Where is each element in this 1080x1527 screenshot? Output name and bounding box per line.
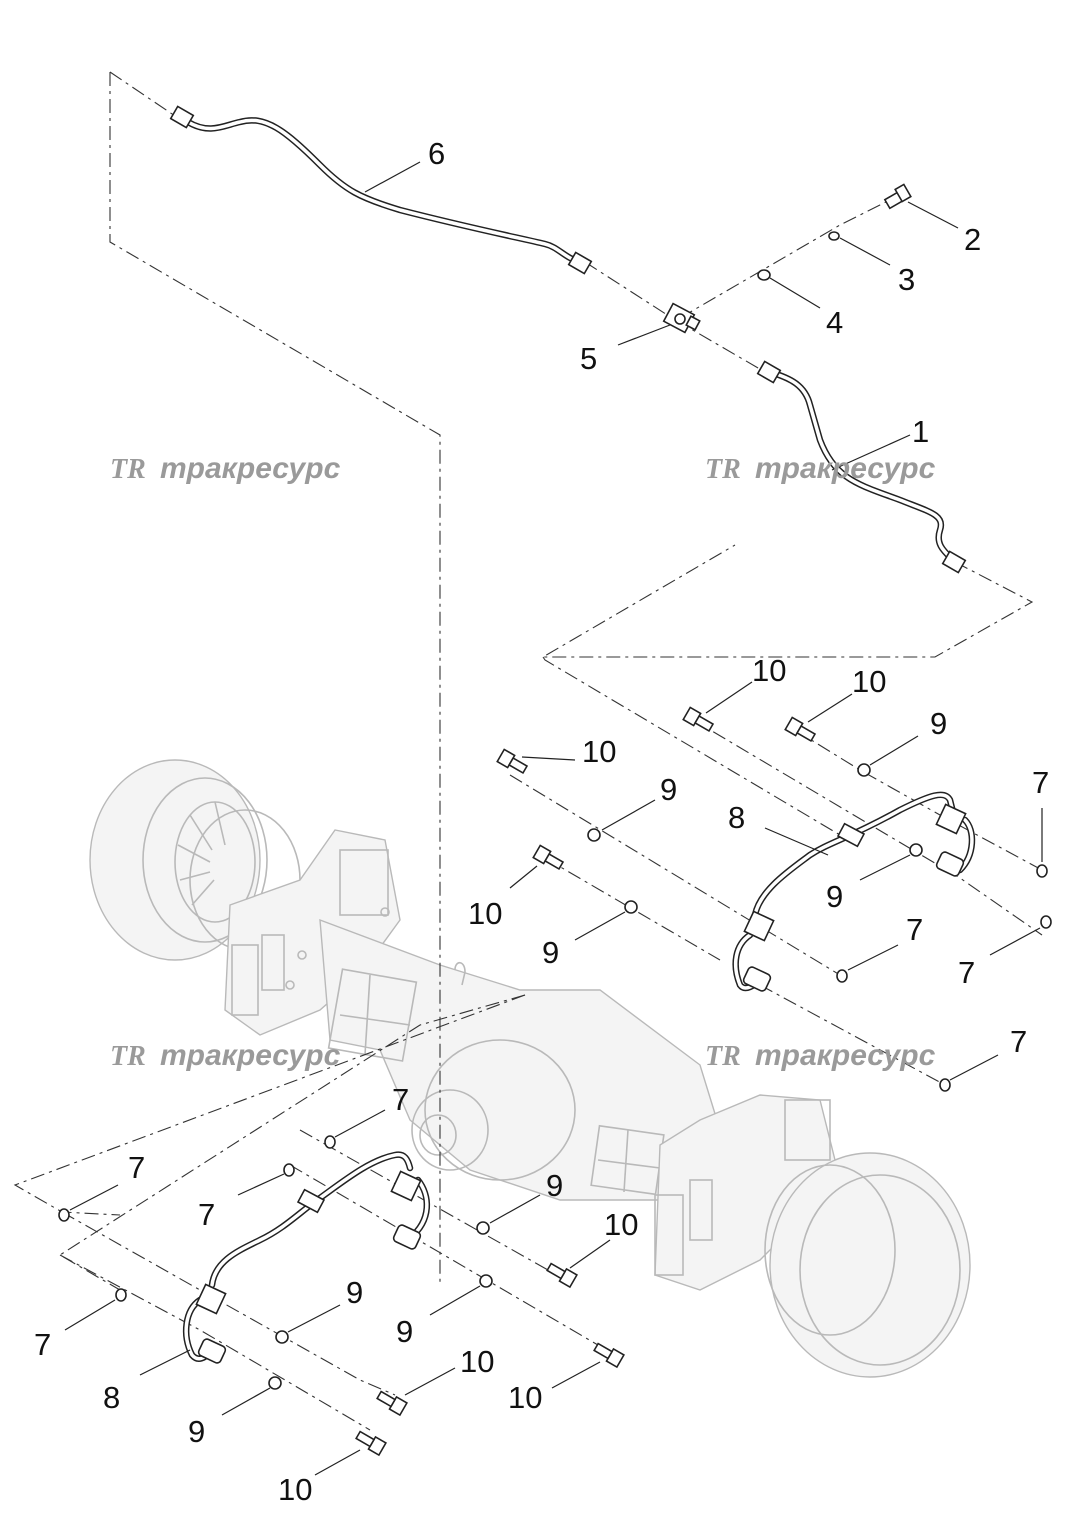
svg-text:тракресурс: тракресурс: [755, 1039, 936, 1072]
axle-housing-ghost: [89, 759, 971, 1378]
brake-pipe-8-right: [732, 791, 976, 992]
washers-9-and-seals-7: [58, 763, 1052, 1390]
pipe-6-fitting-right: [567, 251, 593, 275]
callout-10: 10: [508, 1380, 542, 1415]
seal-washer-3: [828, 231, 840, 241]
callout-9: 9: [660, 772, 677, 807]
callout-9: 9: [542, 935, 559, 970]
callout-7: 7: [1010, 1024, 1027, 1059]
callout-9: 9: [188, 1414, 205, 1449]
svg-text:TR: TR: [110, 454, 146, 485]
brake-pipe-6: [169, 105, 593, 275]
callout-9: 9: [930, 706, 947, 741]
callout-5: 5: [580, 341, 597, 376]
callout-6: 6: [428, 136, 445, 171]
callout-7: 7: [906, 912, 923, 947]
banjo-bolts-10: [355, 706, 817, 1457]
callout-9: 9: [396, 1314, 413, 1349]
svg-text:TR: TR: [705, 1041, 741, 1072]
svg-text:TR: TR: [110, 1041, 146, 1072]
callout-8: 8: [728, 800, 745, 835]
callout-10: 10: [852, 664, 886, 699]
watermark-bottom-left: TR тракресурс: [110, 1039, 341, 1072]
tee-fitting-5: [662, 302, 701, 334]
callout-1: 1: [912, 414, 929, 449]
callout-9: 9: [346, 1275, 363, 1310]
callout-10: 10: [752, 653, 786, 688]
svg-text:TR: TR: [705, 454, 741, 485]
svg-text:тракресурс: тракресурс: [160, 452, 341, 485]
callout-4: 4: [826, 305, 843, 340]
callout-7: 7: [128, 1150, 145, 1185]
callout-2: 2: [964, 222, 981, 257]
callout-7: 7: [392, 1082, 409, 1117]
callout-8: 8: [103, 1380, 120, 1415]
callout-10: 10: [582, 734, 616, 769]
callout-10: 10: [278, 1472, 312, 1507]
callout-7: 7: [34, 1327, 51, 1362]
seal-washer-4: [757, 269, 771, 281]
callout-9: 9: [826, 879, 843, 914]
brake-pipe-1: [756, 360, 967, 574]
brake-pipe-8-left: [183, 1151, 431, 1364]
pipe-6-fitting-left: [169, 105, 195, 129]
callout-10: 10: [468, 896, 502, 931]
svg-text:тракресурс: тракресурс: [160, 1039, 341, 1072]
callout-10: 10: [604, 1207, 638, 1242]
watermark-top-right: TR тракресурс: [705, 452, 936, 485]
watermark-bottom-right: TR тракресурс: [705, 1039, 936, 1072]
callout-10: 10: [460, 1344, 494, 1379]
svg-text:тракресурс: тракресурс: [755, 452, 936, 485]
callout-7: 7: [958, 955, 975, 990]
watermark-top-left: TR тракресурс: [110, 452, 341, 485]
banjo-bolt-2: [883, 183, 912, 210]
callout-3: 3: [898, 262, 915, 297]
callout-7: 7: [1032, 765, 1049, 800]
callout-leaders: [64, 161, 1043, 1476]
callout-9: 9: [546, 1168, 563, 1203]
assembly-guide-lines: [13, 71, 1043, 1431]
callout-7: 7: [198, 1197, 215, 1232]
callout-labels: 1 2 3 4 5 6 7 7 7 7 7 7 7 7 8 8 9 9 9 9 …: [34, 136, 1049, 1507]
